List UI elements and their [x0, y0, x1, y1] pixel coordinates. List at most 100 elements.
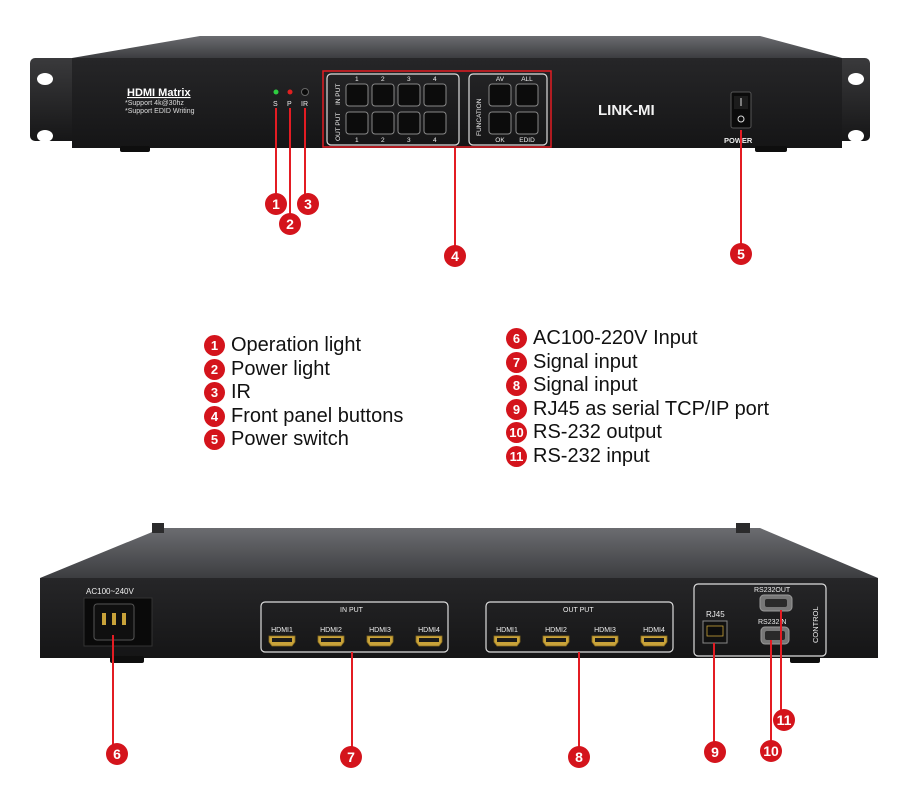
legend-number: 1	[204, 335, 225, 357]
matrix-buttons	[345, 83, 447, 135]
rj45-contacts	[706, 625, 724, 637]
function-button	[515, 83, 539, 107]
legend-number: 4	[204, 405, 225, 427]
front-panel: HDMI Matrix *Support 4k@30hz *Support ED…	[30, 36, 870, 152]
legend-item: 3 IR	[204, 381, 403, 405]
input-button-2	[371, 83, 395, 107]
legend-number: 2	[204, 358, 225, 380]
left-ear-hole-top	[37, 73, 53, 85]
operation-light	[273, 89, 279, 95]
function-button	[515, 111, 539, 135]
hdmi-out-label-4: HDMI4	[643, 627, 665, 634]
hdmi-slot	[546, 638, 566, 642]
input-button-4	[423, 83, 447, 107]
output-label: OUT PUT	[335, 113, 342, 141]
legend-text: Signal input	[533, 350, 638, 373]
legend-item: 2 Power light	[204, 358, 403, 382]
legend-number: 6	[506, 328, 527, 350]
ac-pin-2	[112, 613, 116, 625]
hdmi-slot	[272, 638, 292, 642]
legend-text: IR	[231, 381, 251, 404]
function-button-panel	[468, 73, 548, 146]
input-port-group	[260, 601, 449, 653]
legend-number: 3	[204, 382, 225, 404]
front-buttons-highlight	[322, 70, 552, 148]
hdmi-slot	[321, 638, 341, 642]
ir-sensor	[301, 88, 309, 96]
callout-9: 9	[704, 741, 726, 763]
input-label: IN PUT	[335, 84, 342, 105]
legend-text: Power switch	[231, 428, 349, 451]
channel-numbers: 1 1 2 2 3 3 4 4	[355, 76, 437, 144]
legend-number: 7	[506, 351, 527, 373]
control-port-group	[693, 583, 827, 657]
callout-4: 4	[444, 245, 466, 267]
ac-pin-3	[122, 613, 126, 625]
legend-text: AC100-220V Input	[533, 327, 698, 350]
power-switch-off-mark	[737, 115, 745, 123]
power-light	[287, 89, 293, 95]
legend-text: RS-232 output	[533, 421, 662, 444]
power-label: POWER	[724, 136, 753, 145]
indicator-s: S	[273, 101, 278, 108]
right-ear-hole-bottom	[848, 130, 864, 142]
channel-number-bottom: 1	[355, 137, 359, 144]
function-key-label: EDID	[519, 137, 535, 144]
indicator-ir: IR	[301, 101, 308, 108]
hdmi-slot	[644, 638, 664, 642]
callout-10: 10	[760, 740, 782, 762]
legend-number: 9	[506, 398, 527, 420]
function-button	[488, 111, 512, 135]
left-ear-hole-bottom	[37, 130, 53, 142]
legend-number: 5	[204, 429, 225, 451]
channel-number-top: 2	[381, 76, 385, 83]
function-key-label: OK	[495, 137, 505, 144]
callout-3: 3	[297, 193, 319, 215]
control-label: CONTROL	[811, 606, 820, 643]
front-callout-lines	[275, 108, 742, 247]
input-button-1	[345, 83, 369, 107]
rear-foot-right	[790, 656, 820, 663]
support-line-1: *Support 4k@30hz	[125, 100, 184, 107]
hdmi-slot	[419, 638, 439, 642]
hdmi-in-label-1: HDMI1	[271, 627, 293, 634]
rs232-out-label: RS232OUT	[754, 587, 791, 594]
channel-number-bottom: 3	[407, 137, 411, 144]
legend-text: Signal input	[533, 374, 638, 397]
callout-8: 8	[568, 746, 590, 768]
output-button-3	[397, 111, 421, 135]
hdmi-in-label-4: HDMI4	[418, 627, 440, 634]
function-key-label: AV	[496, 76, 505, 83]
rear-foot-left	[110, 656, 144, 663]
legend-text: Power light	[231, 357, 330, 380]
rear-face	[40, 578, 878, 658]
channel-number-bottom: 4	[433, 137, 437, 144]
matrix-button-panel	[326, 73, 460, 146]
legend-number: 11	[506, 445, 527, 467]
channel-number-top: 1	[355, 76, 359, 83]
hdmi-out-label-2: HDMI2	[545, 627, 567, 634]
callout-6: 6	[106, 743, 128, 765]
channel-number-top: 3	[407, 76, 411, 83]
callout-1: 1	[265, 193, 287, 215]
channel-number-top: 4	[433, 76, 437, 83]
support-line-2: *Support EDID Writing	[125, 108, 195, 115]
legend-text: RJ45 as serial TCP/IP port	[533, 397, 770, 420]
output-button-4	[423, 111, 447, 135]
hdmi-in-label-3: HDMI3	[369, 627, 391, 634]
hdmi-slot	[595, 638, 615, 642]
rs232-in-label: RS232IN	[758, 619, 786, 626]
front-chassis-top	[72, 36, 842, 58]
rj45-label: RJ45	[706, 610, 725, 619]
right-ear-hole-top	[848, 73, 864, 85]
legend-number: 8	[506, 375, 527, 397]
legend-item: 9 RJ45 as serial TCP/IP port	[506, 398, 769, 422]
output-button-1	[345, 111, 369, 135]
hdmi-out-label-3: HDMI3	[594, 627, 616, 634]
channel-number-bottom: 2	[381, 137, 385, 144]
